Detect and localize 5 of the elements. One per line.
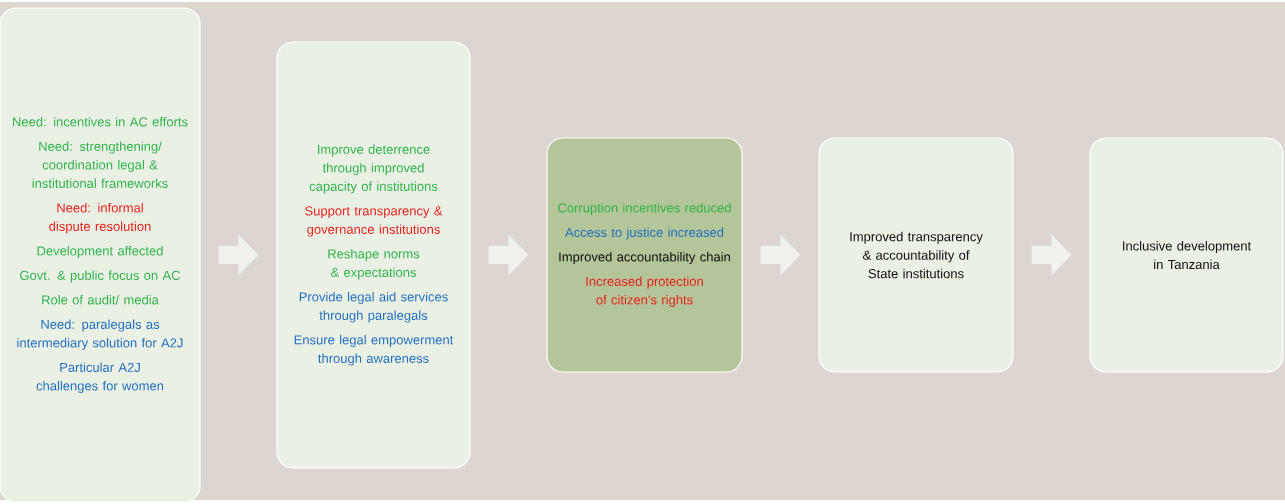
text-box: Improve deterrence through improved capacity of institutions Support transparency & governance institutions Reshape norms & expectations Provide legal aid services through paralegals Ensure legal empowerment through awareness	[276, 41, 471, 469]
text-box: Need: incentives in AC efforts Need: strengthening/ coordination legal & institutional frameworks Need: informal dispute resolution Development affected Govt. & public focus on AC Role of audit/ media Need: paralegals as intermediary solution for A2J Particular A2J challenges for women	[0, 7, 201, 503]
text-box: Corruption incentives reduced Access to justice increased Improved accountability chain Increased protection of citizen’s rights	[546, 137, 743, 373]
text-box: Inclusive development in Tanzania	[1089, 137, 1284, 373]
text-box: Improved transparency & accountability of State institutions	[818, 137, 1014, 373]
